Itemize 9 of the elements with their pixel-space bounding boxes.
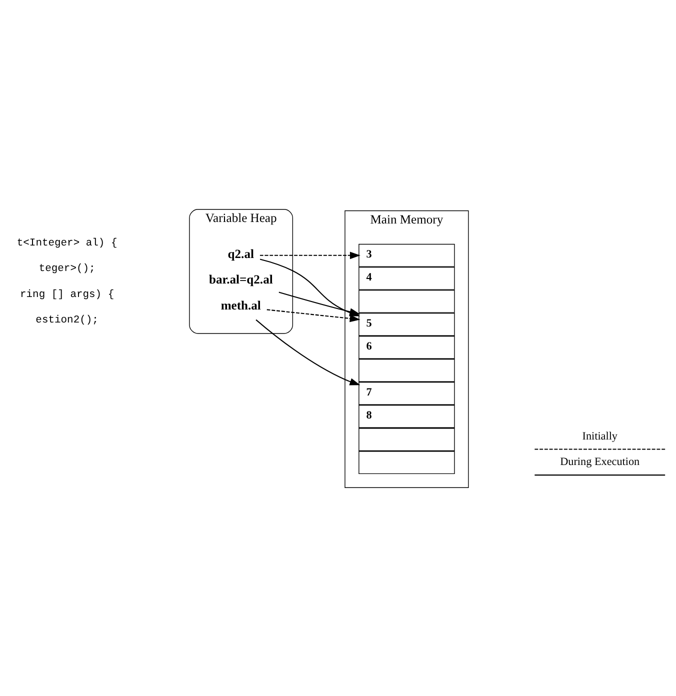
node-text: q2.al	[228, 246, 254, 260]
legend-label: During Execution	[560, 456, 640, 468]
node-text: bar.al=q2.al	[208, 272, 273, 286]
label: ring [] args) {	[20, 288, 114, 300]
label: estion2();	[36, 314, 98, 326]
legend-label: Initially	[582, 430, 618, 442]
label: teger>();	[38, 262, 96, 275]
label: t<Integer> al) {	[16, 236, 118, 249]
node-text: meth.al	[220, 298, 261, 312]
